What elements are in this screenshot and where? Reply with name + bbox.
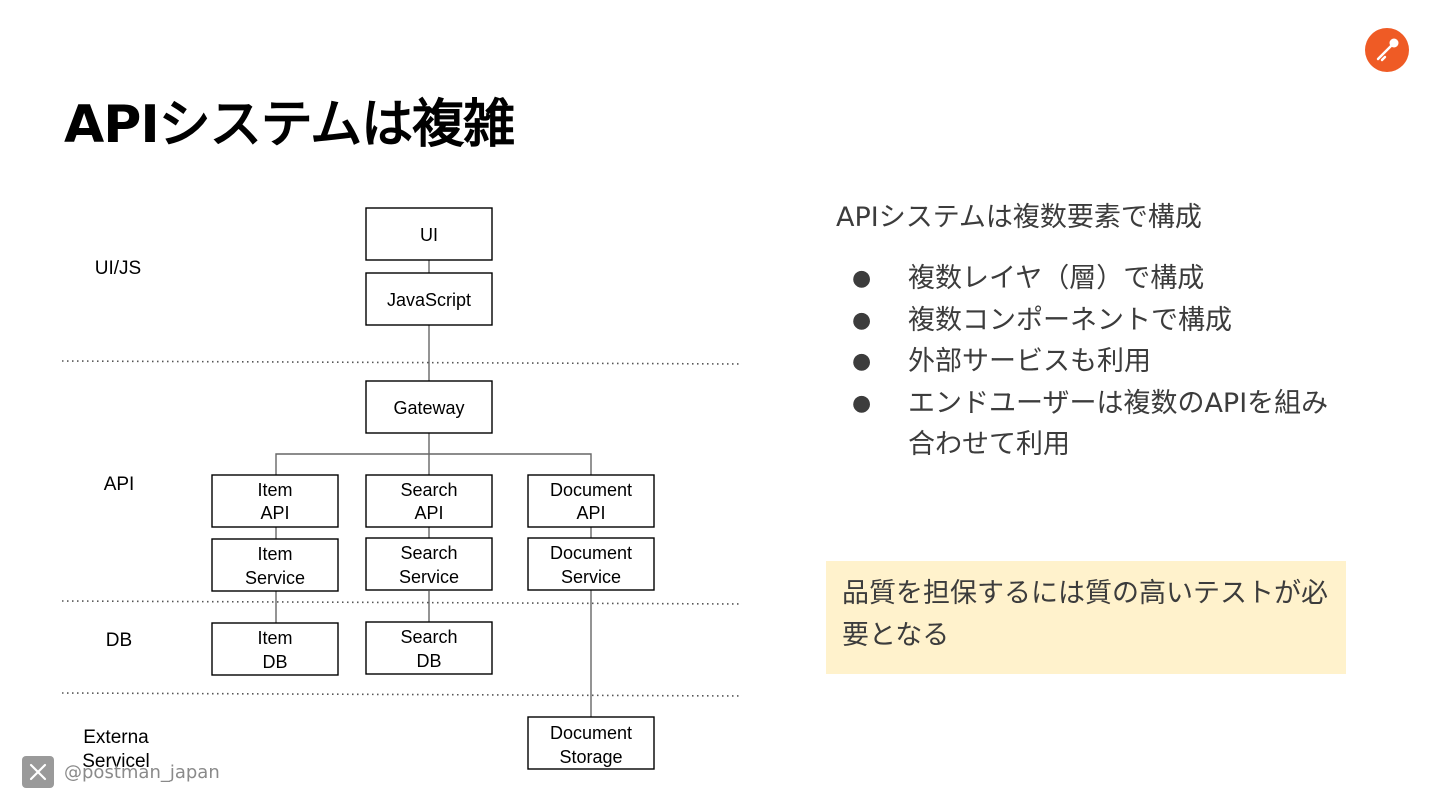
- box-javascript: JavaScript: [365, 272, 493, 326]
- summary-heading: APIシステムは複数要素で構成: [836, 202, 1202, 233]
- box-label-search-api-1: Search: [400, 480, 457, 500]
- box-search-service: Search Service: [365, 537, 493, 591]
- bullet-item: ● 複数レイヤ（層）で構成: [852, 258, 1352, 300]
- box-search-api: Search API: [365, 474, 493, 528]
- bullet-item: ● 複数コンポーネントで構成: [852, 300, 1352, 342]
- architecture-diagram: UI JavaScript Gateway Item API Search AP…: [61, 207, 743, 772]
- layer-separator: [61, 600, 743, 605]
- box-label-search-api-2: API: [414, 503, 443, 523]
- box-label-search-service-2: Service: [399, 567, 459, 587]
- box-document-api: Document API: [527, 474, 655, 528]
- box-label-document-storage-1: Document: [550, 723, 632, 743]
- layer-label-db: DB: [106, 630, 132, 651]
- connectors: [275, 260, 592, 717]
- layer-label-api: API: [104, 474, 135, 495]
- box-item-service: Item Service: [211, 538, 339, 592]
- twitter-handle-text: @postman_japan: [64, 761, 220, 783]
- box-search-db: Search DB: [365, 621, 493, 675]
- connector: [275, 453, 592, 475]
- box-label-search-service-1: Search: [400, 543, 457, 563]
- bullet-dot-icon: ●: [852, 307, 872, 333]
- box-item-api: Item API: [211, 474, 339, 528]
- layer-label-external-1: Externa: [83, 727, 149, 748]
- postman-logo: [1365, 28, 1409, 72]
- bullet-item: ● エンドユーザーは複数のAPIを組み合わせて利用: [852, 383, 1352, 466]
- box-label-document-api-1: Document: [550, 480, 632, 500]
- layer-label-ui-js: UI/JS: [95, 258, 141, 279]
- box-label-ui: UI: [420, 225, 438, 245]
- layer-separator: [61, 692, 743, 697]
- box-label-item-db-2: DB: [262, 652, 287, 672]
- bullet-dot-icon: ●: [852, 349, 872, 374]
- bullet-dot-icon: ●: [852, 390, 872, 416]
- box-label-document-api-2: API: [576, 503, 605, 523]
- box-label-item-db-1: Item: [257, 628, 292, 648]
- box-label-javascript: JavaScript: [387, 290, 471, 310]
- footer-handle: @postman_japan: [22, 756, 220, 788]
- box-label-item-api-2: API: [260, 503, 289, 523]
- box-label-search-db-1: Search: [400, 627, 457, 647]
- box-label-item-service-2: Service: [245, 568, 305, 588]
- box-label-document-service-2: Service: [561, 567, 621, 587]
- summary-bullet-list: ● 複数レイヤ（層）で構成 ● 複数コンポーネントで構成 ● 外部サービスも利用 ● エ…: [852, 258, 1352, 466]
- box-label-item-service-1: Item: [257, 544, 292, 564]
- rocket-icon: [1376, 38, 1399, 62]
- layer-label-external-2: Servicel: [82, 751, 150, 772]
- quality-note: 品質を担保するには質の高いテストが必要となる: [826, 561, 1346, 674]
- bullet-dot-icon: ●: [852, 266, 872, 291]
- bullet-text: 外部サービスも利用: [908, 346, 1151, 377]
- bullet-item: ● 外部サービスも利用: [852, 341, 1352, 383]
- box-gateway: Gateway: [365, 380, 493, 434]
- bullet-text: 複数コンポーネントで構成: [908, 304, 1232, 336]
- box-item-db: Item DB: [211, 622, 339, 676]
- box-ui: UI: [365, 207, 493, 261]
- box-label-item-api-1: Item: [257, 480, 292, 500]
- box-label-search-db-2: DB: [416, 651, 441, 671]
- layer-separator: [61, 360, 743, 365]
- box-label-gateway: Gateway: [393, 398, 464, 418]
- x-logo-icon: [22, 756, 54, 788]
- bullet-text: エンドユーザーは複数のAPIを組み合わせて利用: [908, 387, 1329, 461]
- box-document-storage: Document Storage: [527, 716, 655, 770]
- box-label-document-storage-2: Storage: [559, 747, 622, 767]
- box-label-document-service-1: Document: [550, 543, 632, 563]
- bullet-text: 複数レイヤ（層）で構成: [908, 263, 1205, 294]
- box-document-service: Document Service: [527, 537, 655, 591]
- slide-title: APIシステムは複雑: [64, 95, 515, 155]
